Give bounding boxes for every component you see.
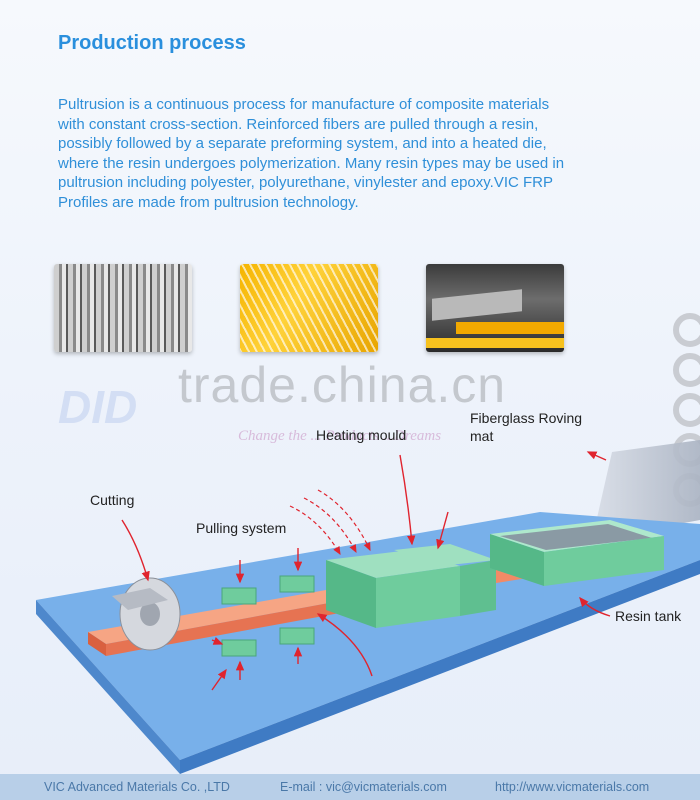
label-resin-tank: Resin tank [615,608,682,624]
footer-email[interactable]: E-mail : vic@vicmaterials.com [280,780,447,794]
heating-mould [326,544,496,628]
page-title: Production process [58,32,246,54]
photo-glass-fibers [240,264,378,352]
label-cutting: Cutting [90,492,135,508]
label-fiberglass-mat: mat [470,428,494,444]
pulling-blocks [221,575,315,657]
brand-logo-watermark: DID [58,381,138,433]
cutting-saw [112,577,181,651]
footer-bar: VIC Advanced Materials Co. ,LTD E-mail :… [0,774,700,800]
photo-pultruded-profile [426,264,564,352]
brand-tagline: Change the ... Products ...Dreams [238,428,442,444]
label-fiberglass-roving: Fiberglass Roving [470,410,583,426]
label-pulling-system: Pulling system [196,520,287,536]
site-watermark: trade.china.cn [178,357,507,413]
intro-paragraph: Pultrusion is a continuous process for m… [58,96,565,211]
resin-tank-shape [490,520,664,586]
footer-company: VIC Advanced Materials Co. ,LTD [44,780,230,794]
footer-website-link[interactable]: http://www.vicmaterials.com [495,780,650,794]
photo-fiber-creel [54,264,192,352]
fiberglass-mat [592,440,700,540]
label-heating-mould: Heating mould [316,427,407,443]
process-arrows [121,451,611,691]
